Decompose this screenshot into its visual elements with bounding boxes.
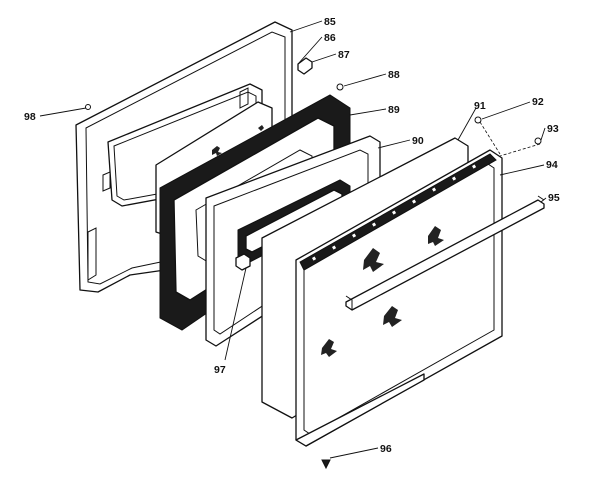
part-94-outer-door-frame [295,149,503,447]
callout-96: 96 [380,443,392,455]
callout-94: 94 [546,159,558,171]
fastener-98-screw [85,104,91,110]
callout-85: 85 [324,16,336,28]
callout-97: 97 [214,364,226,376]
fastener-96-screw [321,459,331,470]
fastener-97-clip [235,253,251,271]
part-95-door-handle [345,195,545,311]
callout-88: 88 [388,69,400,81]
callout-93: 93 [547,123,559,135]
callout-90: 90 [412,135,424,147]
callout-98: 98 [24,111,36,123]
fastener-87-clip [297,57,313,75]
fastener-88-screw [336,83,344,91]
callout-86: 86 [324,32,336,44]
fastener-92-screw [474,116,482,124]
fastener-93-screw [534,137,542,145]
callout-89: 89 [388,104,400,116]
callout-95: 95 [548,192,560,204]
part-96-bottom-trim [295,373,425,447]
leader-lines [39,20,547,459]
callout-92: 92 [532,96,544,108]
callout-87: 87 [338,49,350,61]
callout-91: 91 [474,100,486,112]
